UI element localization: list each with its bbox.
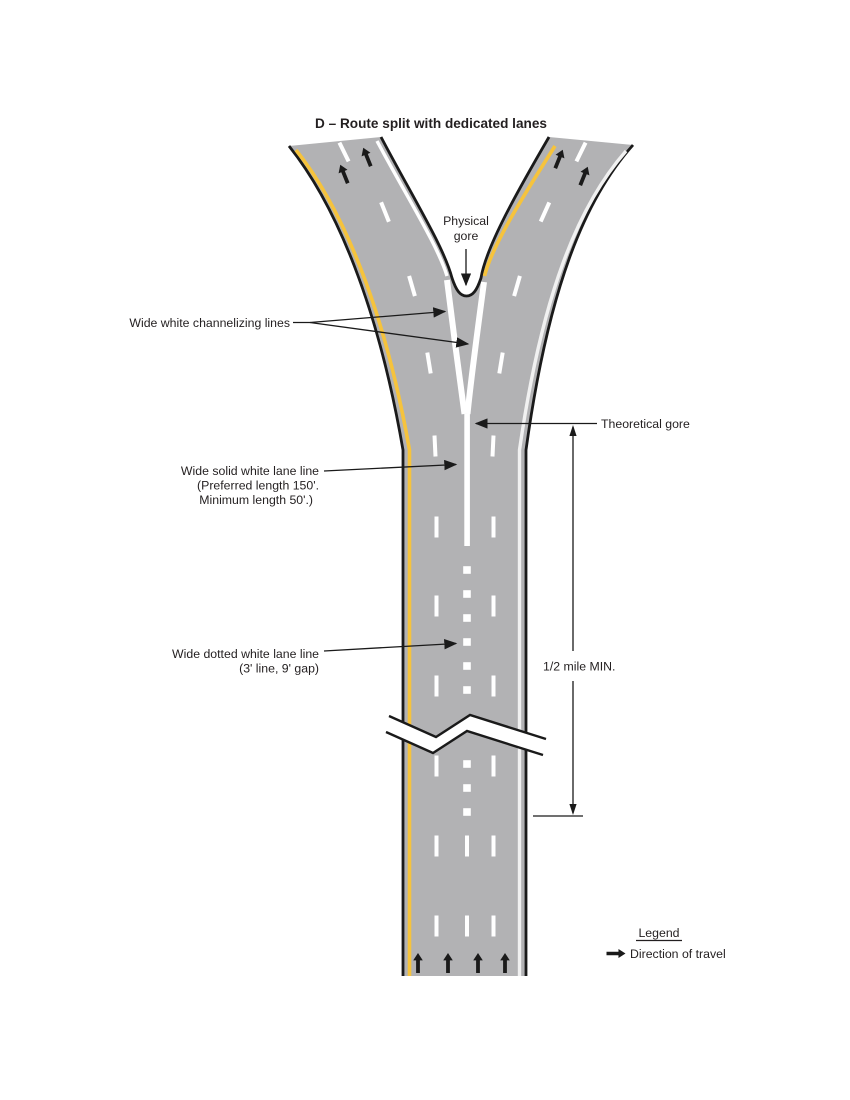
wide-solid-white-lane-line — [464, 414, 470, 546]
dimension-arrow-up — [569, 425, 577, 436]
leader-lines — [293, 249, 597, 652]
road-surface — [289, 137, 633, 976]
legend: Legend Direction of travel — [606, 926, 726, 961]
white-edge-left-branch — [375, 140, 449, 277]
label-solid-lane-line3: Minimum length 50'.) — [199, 493, 313, 507]
channelizing-leader-lower — [309, 321, 470, 348]
legend-item-direction-of-travel: Direction of travel — [606, 947, 726, 961]
dotted-lane-leader — [323, 638, 458, 652]
label-theoretical-gore: Theoretical gore — [601, 417, 690, 431]
yellow-line-right-branch — [482, 145, 557, 277]
channelizing-lines — [444, 279, 487, 415]
diagram-title: D – Route split with dedicated lanes — [315, 116, 547, 131]
label-dotted-lane-line2: (3' line, 9' gap) — [239, 662, 319, 676]
white-edge-right-roadway — [517, 149, 628, 976]
direction-arrow-icon — [606, 948, 626, 959]
dimension-half-mile — [533, 427, 583, 817]
solid-lane-leader — [323, 459, 458, 472]
dimension-arrow-down — [569, 804, 577, 815]
channelizing-line-right — [464, 281, 487, 415]
yellow-line-left-roadway — [294, 148, 412, 976]
legend-title: Legend — [638, 926, 679, 940]
left-outer-edge — [287, 145, 405, 976]
label-solid-lane-line1: Wide solid white lane line — [181, 464, 319, 478]
yellow-edge-lines — [294, 145, 557, 976]
dashed-lane-lines-branches — [337, 141, 588, 457]
dashed-lane-lines-straight — [434, 516, 496, 937]
label-physical-gore-line2: gore — [454, 229, 479, 243]
right-outer-edge — [524, 144, 635, 976]
label-solid-lane-line2: (Preferred length 150'. — [197, 479, 319, 493]
road-break-symbol — [385, 713, 547, 757]
legend-item-label: Direction of travel — [630, 947, 726, 961]
channelizing-leader-upper — [309, 307, 447, 324]
label-distance: 1/2 mile MIN. — [543, 660, 615, 674]
white-edge-lines — [375, 140, 628, 976]
wide-dotted-white-lane-line — [463, 566, 471, 816]
label-channelizing: Wide white channelizing lines — [129, 316, 290, 330]
channelizing-line-left — [444, 279, 468, 415]
label-dotted-lane-line1: Wide dotted white lane line — [172, 647, 319, 661]
gore-inner-edges — [379, 136, 551, 298]
label-physical-gore-line1: Physical — [443, 214, 489, 228]
road-edge-outlines — [287, 136, 635, 976]
